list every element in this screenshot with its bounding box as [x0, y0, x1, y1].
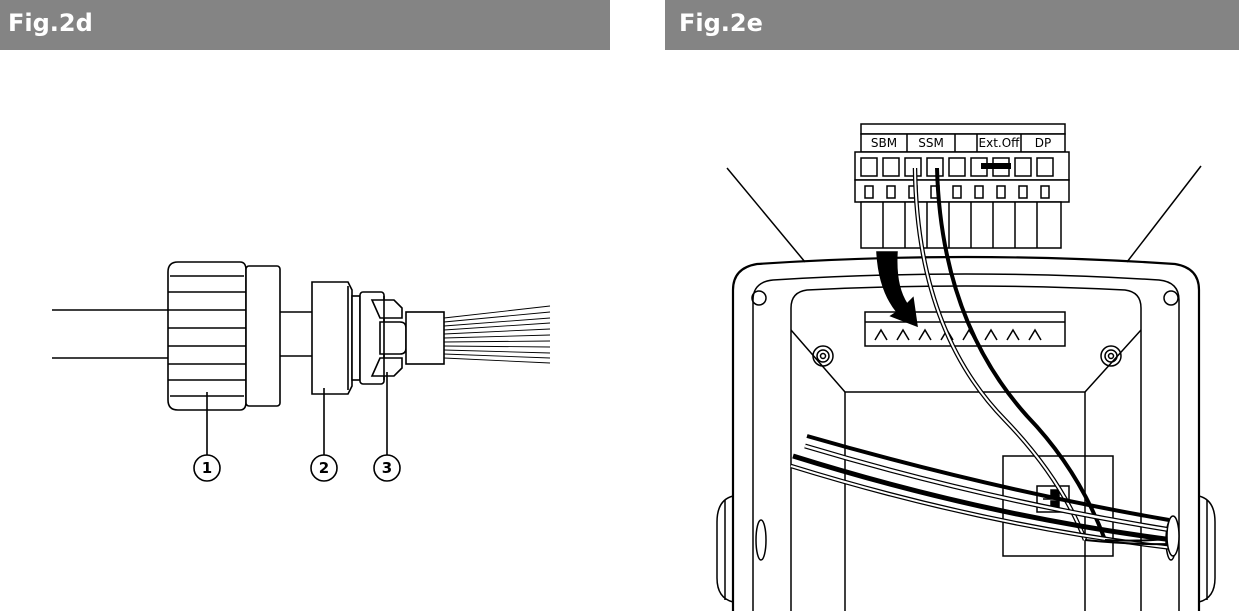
terminal-block [854, 123, 1070, 249]
seal-insert [311, 281, 361, 395]
callout-circle-1 [193, 454, 221, 482]
mounting-hole-right [1163, 290, 1179, 306]
housing-outline [731, 255, 1201, 611]
mounting-hole-left [751, 290, 767, 306]
terminal-housing-diagram: SBM SSM Ext.Off DP [716, 123, 1216, 611]
cable-gland-diagram: 1 2 3 [52, 261, 551, 482]
cable-entry [1166, 515, 1180, 557]
insertion-arrow [876, 251, 918, 328]
callout-label-3: 3 [382, 459, 392, 477]
terminal-label-ext-off: Ext.Off [979, 136, 1021, 150]
connected-wires [912, 167, 1107, 541]
callout-label-2: 2 [319, 459, 329, 477]
cable-bundle [790, 434, 1174, 551]
screw-left [812, 345, 834, 367]
clamp-insert [359, 291, 407, 385]
screw-right [1100, 345, 1122, 367]
terminal-label-sbm: SBM [871, 136, 897, 150]
figure-2d-panel: Fig.2d [0, 0, 610, 611]
stripped-wires [443, 305, 551, 364]
callout-label-1: 1 [202, 459, 212, 477]
terminal-label-ssm: SSM [918, 136, 944, 150]
callout-circle-3 [373, 454, 401, 482]
figure-2d-title: Fig.2d [0, 0, 610, 50]
union-nut [167, 261, 281, 411]
callout-circle-2 [310, 454, 338, 482]
figure-2e-panel: Fig.2e [665, 0, 1239, 611]
figure-2e-title: Fig.2e [665, 0, 1239, 50]
terminal-label-dp: DP [1035, 136, 1051, 150]
